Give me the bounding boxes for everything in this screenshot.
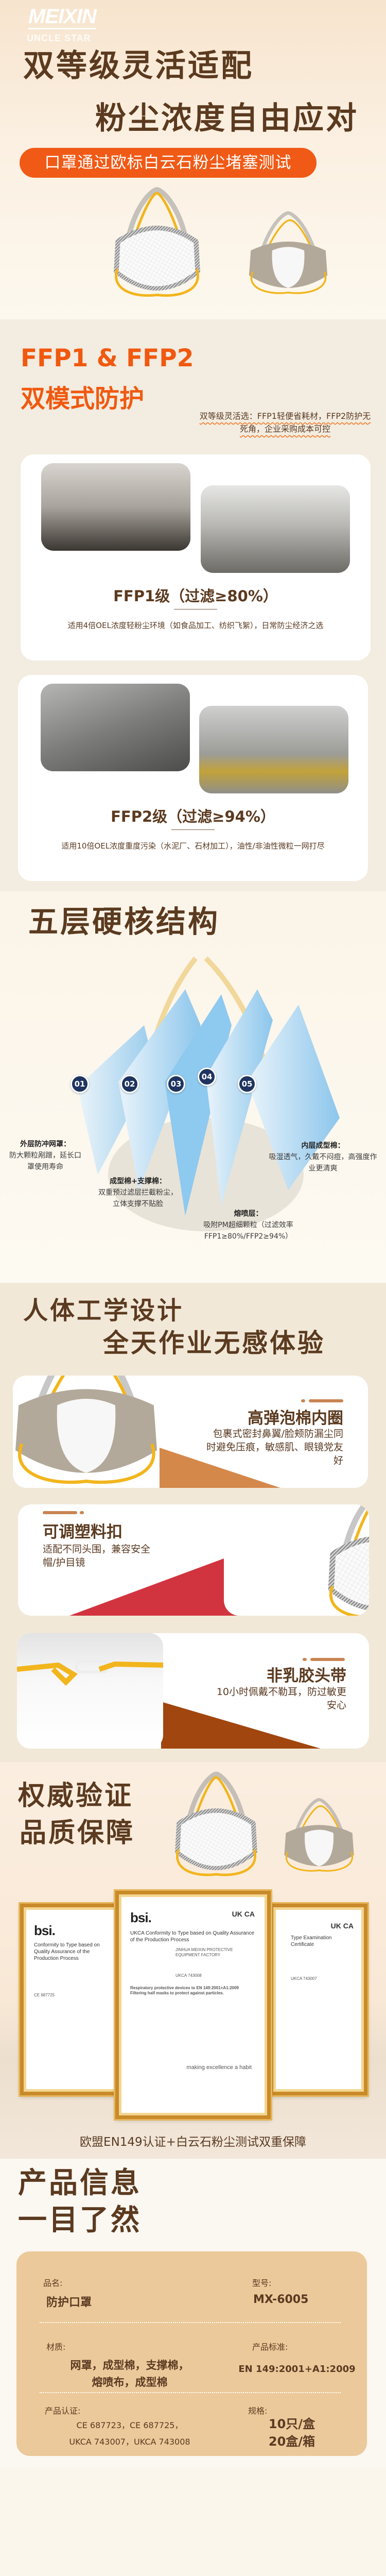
bsi-motto: making excellence a habit (186, 2064, 252, 2071)
standard-label: 产品标准: (252, 2342, 288, 2352)
model-value: MX-6005 (253, 2293, 309, 2306)
buckle-mask-photo (311, 1504, 369, 1616)
ffp1-desc: 适用4倍OEL浓度轻粉尘环境（如食品加工、纺织飞絮），日常防尘经济之选 (67, 621, 324, 630)
certificate-ce: bsi. Conformity to Type based on Quality… (19, 1902, 125, 2097)
material-value: 网罩，成型棉，支撑棉，熔喷布，成型棉 (70, 2359, 189, 2388)
certification-section: 权威验证 品质保障 bsi. Conformity to Type based … (0, 1762, 386, 2159)
layer-label-outer: 外层防冲网罩：防大颗粒剐蹭，延长口罩使用寿命 (9, 1140, 81, 1171)
info-title-line2: 一目了然 (18, 2204, 142, 2237)
feature-desc-buckle: 适配不同头围，兼容安全帽/护目镜 (43, 1544, 151, 1568)
layer-label-support: 成型棉+支撑棉：双重预过滤层拦截粉尘，立体支撑不贴脸 (98, 1177, 178, 1208)
product-info-section: 产品信息 一目了然 品名: 防护口罩 型号: MX-6005 材质: 网罩，成型… (0, 2159, 386, 2468)
spec-label: 规格: (248, 2406, 268, 2416)
material-label: 材质: (46, 2342, 66, 2352)
feature-card-buckle: 可调塑料扣 适配不同头围，兼容安全帽/护目镜 (18, 1504, 369, 1616)
cert-caption: 欧盟EN149认证+白云石粉尘测试双重保障 (80, 2136, 306, 2149)
layer-badge-04: 04 (198, 1067, 216, 1086)
accent-bars (303, 1658, 345, 1661)
layer-label-meltblown: 熔喷层：吸附PM超细颗粒（过滤效率FFP1≥80%/FFP2≥94%） (203, 1210, 293, 1241)
food-processing-photo (201, 485, 350, 573)
layer-badge-02: 02 (120, 1075, 139, 1093)
layers-title: 五层硬核结构 (28, 904, 220, 939)
standard-value: EN 149:2001+A1:2009 (238, 2364, 356, 2375)
cert-heading: UKCA Conformity to Type based on Quality… (130, 1930, 255, 1943)
hero-title-line1: 双等级灵活适配 (23, 48, 254, 84)
cert-heading: Type Examination Certificate (291, 1935, 332, 1947)
ukca-mark: UK CA (232, 1910, 255, 1918)
cert-heading: Conformity to Type based on Quality Assu… (34, 1942, 100, 1961)
ffp-section: FFP1 & FFP2 双模式防护 双等级灵活选：FFP1轻便省耗材，FFP2防… (0, 319, 386, 891)
stone-factory-photo (199, 706, 348, 793)
cert-number: UKCA 743007 (291, 1976, 317, 1981)
cert-holder: JINHUA MEIXIN PROTECTIVE EQUIPMENT FACTO… (176, 1947, 233, 1957)
model-label: 型号: (252, 2278, 272, 2288)
cert-value: CE 687723，CE 687725，UKCA 743007，UKCA 743… (69, 2420, 190, 2447)
ukca-mark: UK CA (330, 1922, 354, 1930)
layer-structure-graphic (77, 956, 340, 1231)
hero-section: MEIXIN UNCLE STAR 双等级灵活适配 粉尘浓度自由应对 口罩通过欧… (0, 0, 386, 319)
layer-badge-05: 05 (238, 1075, 256, 1093)
ffp-title-en: FFP1 & FFP2 (21, 344, 194, 372)
ffp-title-cn: 双模式防护 (21, 384, 145, 413)
ergo-title-line2: 全天作业无感体验 (103, 1328, 325, 1358)
ffp1-card: FFP1级（过滤≥80%） 适用4倍OEL浓度轻粉尘环境（如食品加工、纺织飞絮）… (21, 454, 371, 660)
auth-title-line2: 品质保障 (20, 1818, 135, 1849)
accent-bars (43, 1511, 84, 1514)
divider (171, 829, 215, 830)
info-title-line1: 产品信息 (18, 2166, 142, 2200)
feature-desc-strap: 10小时佩戴不勒耳，防过敏更安心 (216, 1686, 346, 1711)
certificate-ukca-type: UK CA Type Examination Certificate UKCA … (268, 1902, 369, 2097)
layer-label-inner: 内层成型棉：吸湿透气，久戴不闷痘，高强度作业更清爽 (269, 1142, 377, 1173)
feature-title-foam: 高弹泡棉内圈 (248, 1409, 343, 1428)
layers-section: 五层硬核结构 01 02 03 04 05 外层防冲网罩：防大颗粒剐蹭，延长口罩… (0, 891, 386, 1283)
accent-bars (301, 1399, 343, 1402)
certificate-ukca-qa: bsi. UK CA UKCA Conformity to Type based… (114, 1889, 272, 2121)
feature-title-buckle: 可调塑料扣 (43, 1523, 122, 1541)
bsi-logo: bsi. (130, 1910, 152, 1925)
brand-logo: MEIXIN (28, 5, 97, 29)
layer-badge-03: 03 (167, 1075, 185, 1093)
headband-photo (17, 1633, 163, 1749)
ergo-title-line1: 人体工学设计 (23, 1296, 184, 1325)
feature-title-strap: 非乳胶头带 (267, 1667, 346, 1685)
cert-label: 产品认证: (45, 2406, 81, 2416)
ffp2-desc: 适用10倍OEL浓度重度污染（水泥厂、石材加工），油性/非油性微粒一网打尽 (61, 841, 325, 851)
row-divider (40, 2392, 341, 2393)
textile-factory-photo (41, 463, 190, 551)
cert-scope: Respiratory protective devices to EN 149… (130, 1986, 239, 1995)
foam-liner-photo (13, 1376, 160, 1488)
product-info-card: 品名: 防护口罩 型号: MX-6005 材质: 网罩，成型棉，支撑棉，熔喷布，… (16, 2251, 367, 2456)
ergonomics-section: 人体工学设计 全天作业无感体验 高弹泡棉内圈 包裹式密封鼻翼/脸颊防漏尘同时避免… (0, 1283, 386, 1762)
ffp2-card: FFP2级（过滤≥94%） 适用10倍OEL浓度重度污染（水泥厂、石材加工），油… (18, 675, 368, 881)
feature-card-strap: 非乳胶头带 10小时佩戴不勒耳，防过敏更安心 (17, 1633, 369, 1749)
ffp1-title: FFP1级（过滤≥80%） (113, 587, 278, 605)
row-divider (40, 2322, 341, 2323)
ffp2-title: FFP2级（过滤≥94%） (111, 808, 275, 825)
layer-badge-01: 01 (71, 1075, 89, 1093)
feature-card-foam: 高弹泡棉内圈 包裹式密封鼻翼/脸颊防漏尘同时避免压痕，敏感肌、眼镜党友好 (13, 1376, 368, 1488)
cement-pile-photo (41, 684, 190, 771)
front-mask-image (103, 183, 211, 312)
front-mask-image (165, 1767, 268, 1891)
name-label: 品名: (43, 2278, 63, 2288)
cert-number: UKCA 743008 (176, 1973, 202, 1978)
bsi-logo: bsi. (34, 1923, 56, 1938)
cert-number: CE 687725 (34, 1993, 55, 1997)
back-mask-image (278, 1793, 360, 1886)
hero-title-line2: 粉尘浓度自由应对 (95, 100, 359, 137)
hero-badge: 口罩通过欧标白云石粉尘堵塞测试 (20, 148, 317, 178)
back-mask-image (242, 206, 335, 309)
name-value: 防护口罩 (46, 2296, 92, 2309)
feature-desc-foam: 包裹式密封鼻翼/脸颊防漏尘同时避免压痕，敏感肌、眼镜党友好 (206, 1428, 343, 1466)
ffp-intro: 双等级灵活选：FFP1轻便省耗材，FFP2防护无死角，企业采购成本可控 (199, 411, 371, 434)
auth-title-line1: 权威验证 (18, 1781, 134, 1811)
brand-subtitle: UNCLE STAR (27, 33, 91, 43)
